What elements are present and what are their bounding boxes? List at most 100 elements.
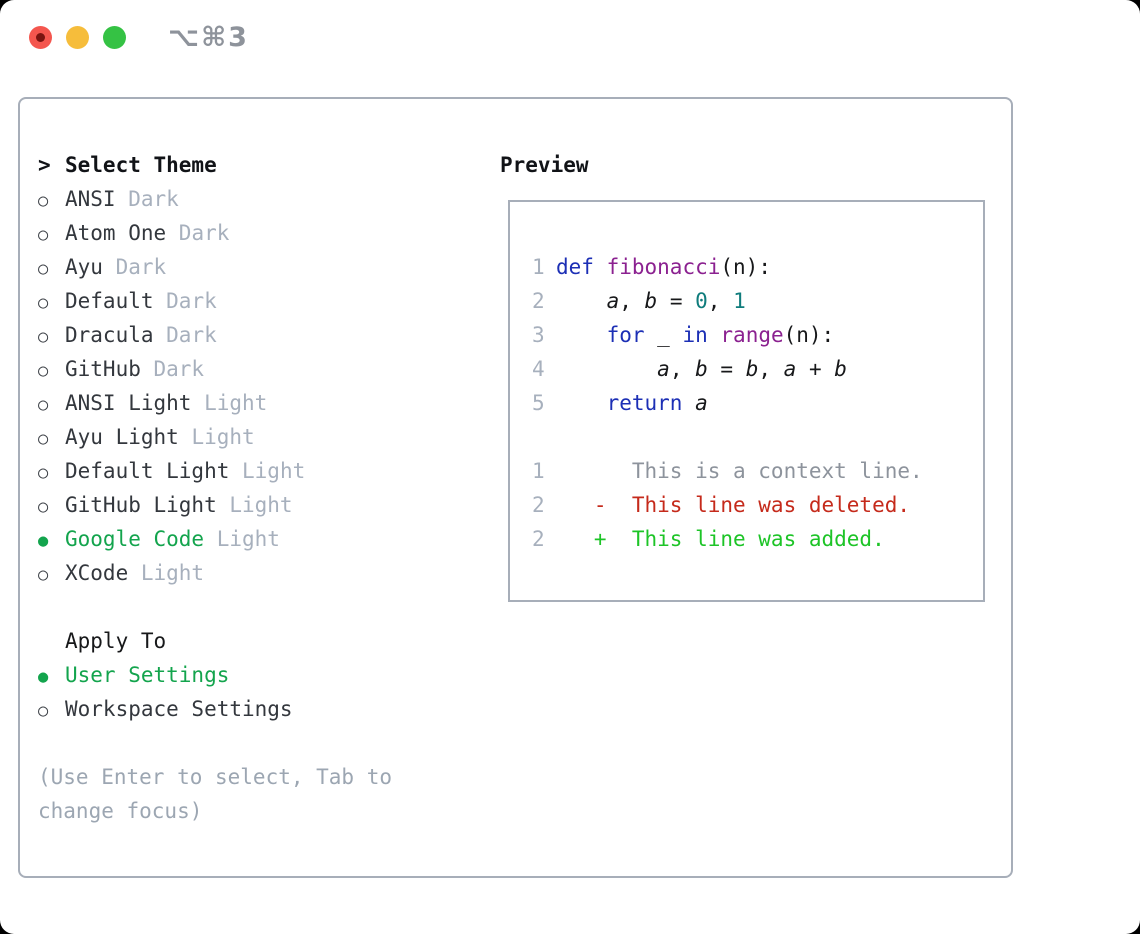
apply-option-user-settings[interactable]: ●User Settings <box>38 658 293 692</box>
code-token: range <box>720 323 784 347</box>
theme-option-default[interactable]: ○ Default Dark <box>38 284 305 318</box>
code-token: - This line was deleted. <box>556 493 911 517</box>
line-number: 2 <box>532 493 545 517</box>
line-number: 2 <box>532 289 545 313</box>
radio-icon: ○ <box>38 463 49 483</box>
radio-icon: ○ <box>38 429 49 449</box>
preview-title: Preview <box>500 153 589 177</box>
radio-selected-icon: ● <box>38 531 49 551</box>
apply-option-workspace-settings[interactable]: ○ Workspace Settings <box>38 692 293 726</box>
theme-option-ayu[interactable]: ○ Ayu Dark <box>38 250 305 284</box>
theme-variant: Light <box>216 493 293 517</box>
theme-variant: Dark <box>140 357 205 381</box>
code-token: a <box>606 289 620 313</box>
theme-name: Ayu Light <box>65 425 179 449</box>
line-number: 4 <box>532 357 545 381</box>
code-token <box>708 323 721 347</box>
theme-variant: Dark <box>102 255 167 279</box>
hint-text: (Use Enter to select, Tab to change focu… <box>38 765 393 823</box>
theme-option-default-light[interactable]: ○ Default Light Light <box>38 454 305 488</box>
preview-line-2: 2 a, b = 0, 1 <box>510 284 983 318</box>
close-button[interactable] <box>29 26 52 49</box>
theme-option-atom-one[interactable]: ○Atom One Dark <box>38 216 305 250</box>
select-theme-header: >Select Theme <box>38 148 305 182</box>
code-token: b <box>834 357 847 381</box>
preview-line-4: 4 a, b = b, a + b <box>510 352 983 386</box>
titlebar: ⌥⌘3 <box>0 0 1140 70</box>
code-token: fibonacci <box>606 255 721 279</box>
code-token: + <box>796 357 835 381</box>
theme-option-ansi[interactable]: ○ ANSI Dark <box>38 182 305 216</box>
window-shortcut-label: ⌥⌘3 <box>168 22 249 53</box>
code-token: b <box>644 289 658 313</box>
apply-to-title: Apply To <box>65 629 167 653</box>
select-theme-title: Select Theme <box>65 153 217 177</box>
theme-variant: Dark <box>153 289 217 313</box>
theme-option-ayu-light[interactable]: ○ Ayu Light Light <box>38 420 305 454</box>
radio-icon: ○ <box>38 497 49 517</box>
code-token: a <box>657 357 670 381</box>
code-token <box>594 255 607 279</box>
code-token <box>556 391 607 415</box>
apply-option-label: Workspace Settings <box>65 697 293 721</box>
theme-variant: Dark <box>115 187 179 211</box>
theme-name: Dracula <box>65 323 154 347</box>
minimize-button[interactable] <box>66 26 89 49</box>
radio-icon: ○ <box>38 327 49 347</box>
radio-icon: ○ <box>38 701 49 721</box>
unsaved-changes-dot-icon <box>36 33 45 42</box>
theme-option-google-code[interactable]: ● Google Code Light <box>38 522 305 556</box>
theme-option-github[interactable]: ○GitHub Dark <box>38 352 305 386</box>
code-token: This is a context line. <box>556 459 923 483</box>
code-token: def <box>556 255 594 279</box>
code-token: 1 <box>733 289 746 313</box>
line-number: 1 <box>532 459 545 483</box>
theme-name: ANSI Light <box>65 391 192 415</box>
code-token: (n): <box>783 323 835 347</box>
radio-icon: ○ <box>38 293 49 313</box>
theme-name: ANSI <box>65 187 116 211</box>
preview-line-6 <box>510 420 983 454</box>
theme-name: Google Code <box>65 527 205 551</box>
code-token: , <box>707 289 734 313</box>
line-number: 5 <box>532 391 545 415</box>
theme-list-section: >Select Theme ○ANSI Dark○Atom One Dark○A… <box>38 148 305 590</box>
code-token: _ <box>644 323 683 347</box>
theme-variant: Light <box>204 527 280 551</box>
theme-name: Default Light <box>65 459 230 483</box>
line-number: 3 <box>532 323 545 347</box>
theme-variant: Light <box>128 561 205 585</box>
theme-name: GitHub <box>65 357 141 381</box>
apply-to-section: Apply To ●User Settings ○ Workspace Settin… <box>38 624 293 726</box>
code-token: , <box>758 357 784 381</box>
theme-variant: Dark <box>166 221 230 245</box>
theme-option-xcode[interactable]: ○XCode Light <box>38 556 305 590</box>
theme-option-github-light[interactable]: ○ GitHub Light Light <box>38 488 305 522</box>
code-token: , <box>669 357 696 381</box>
code-token: = <box>657 289 696 313</box>
apply-to-header: Apply To <box>38 624 293 658</box>
theme-selector-panel: >Select Theme ○ANSI Dark○Atom One Dark○A… <box>18 97 1013 878</box>
code-token: 0 <box>695 289 708 313</box>
code-token: + This line was added. <box>556 527 885 551</box>
code-token: return <box>606 391 683 415</box>
theme-name: GitHub Light <box>65 493 217 517</box>
preview-line-9: 2 + This line was added. <box>510 522 983 556</box>
theme-variant: Light <box>229 459 306 483</box>
theme-name: Ayu <box>65 255 103 279</box>
code-token: for <box>606 323 645 347</box>
radio-icon: ○ <box>38 191 49 211</box>
theme-option-dracula[interactable]: ○Dracula Dark <box>38 318 305 352</box>
theme-name: Default <box>65 289 154 313</box>
theme-option-ansi-light[interactable]: ○ANSI Light Light <box>38 386 305 420</box>
theme-variant: Light <box>178 425 255 449</box>
line-number: 2 <box>532 527 545 551</box>
code-token: (n): <box>720 255 771 279</box>
radio-icon: ○ <box>38 259 49 279</box>
radio-icon: ○ <box>38 565 49 585</box>
code-token: , <box>619 289 645 313</box>
preview-line-8: 2 - This line was deleted. <box>510 488 983 522</box>
zoom-button[interactable] <box>103 26 126 49</box>
